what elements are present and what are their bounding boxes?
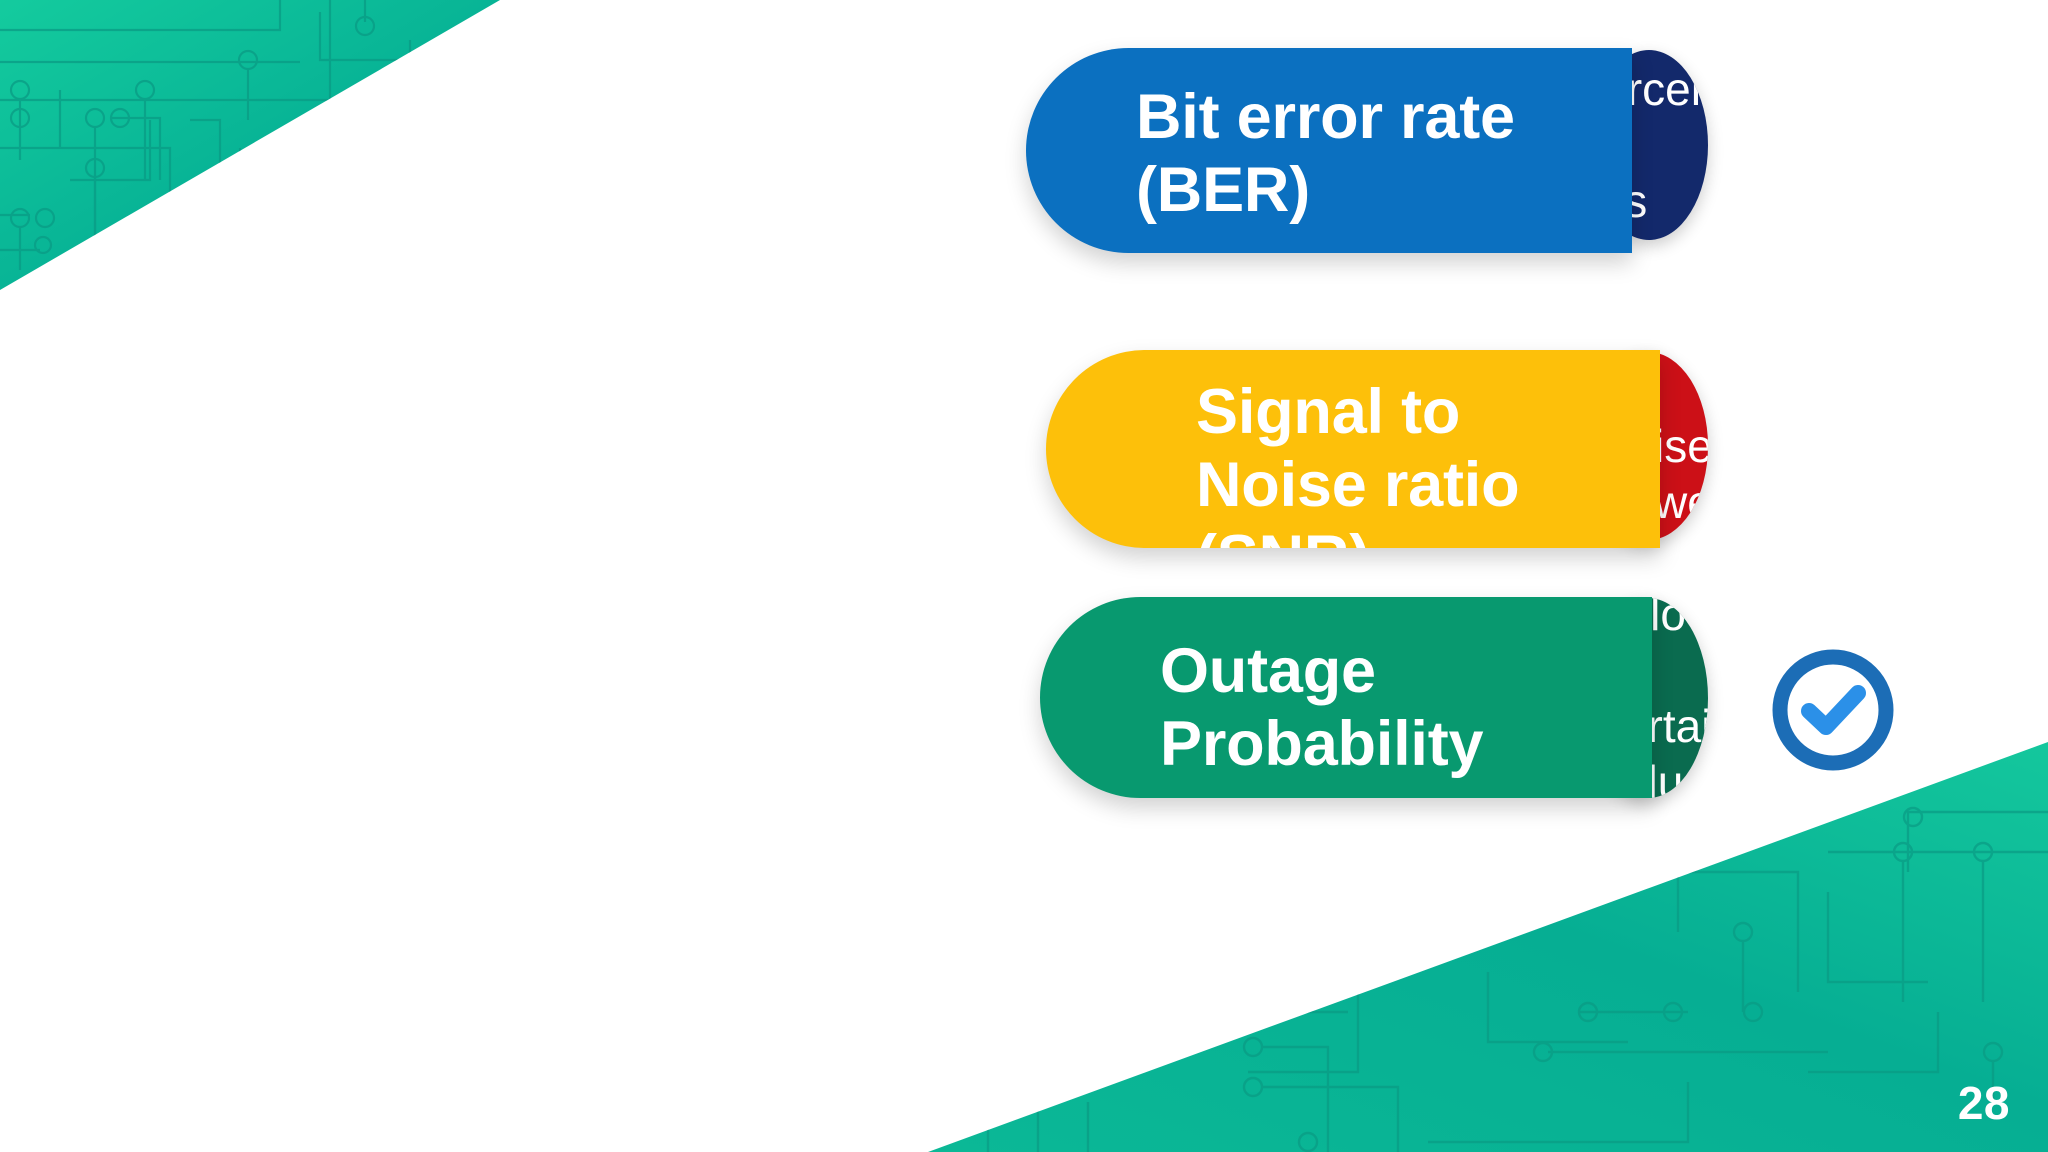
card-title-snr: Signal to Noise ratio (SNR) (1196, 377, 1520, 548)
card-pill-ber[interactable]: Bit error rate (BER) (1026, 48, 1632, 253)
card-pill-snr[interactable]: Signal to Noise ratio (SNR) (1046, 350, 1660, 548)
check-circle-icon (1768, 645, 1898, 775)
top-left-circuit-decoration (0, 0, 500, 290)
bottom-right-circuit-decoration (928, 742, 2048, 1152)
card-pill-outage[interactable]: Outage Probability (1040, 597, 1652, 798)
card-title-outage: Outage Probability (1160, 636, 1484, 780)
card-title-ber: Bit error rate (BER) (1136, 82, 1515, 226)
page-number: 28 (1957, 1077, 2010, 1129)
